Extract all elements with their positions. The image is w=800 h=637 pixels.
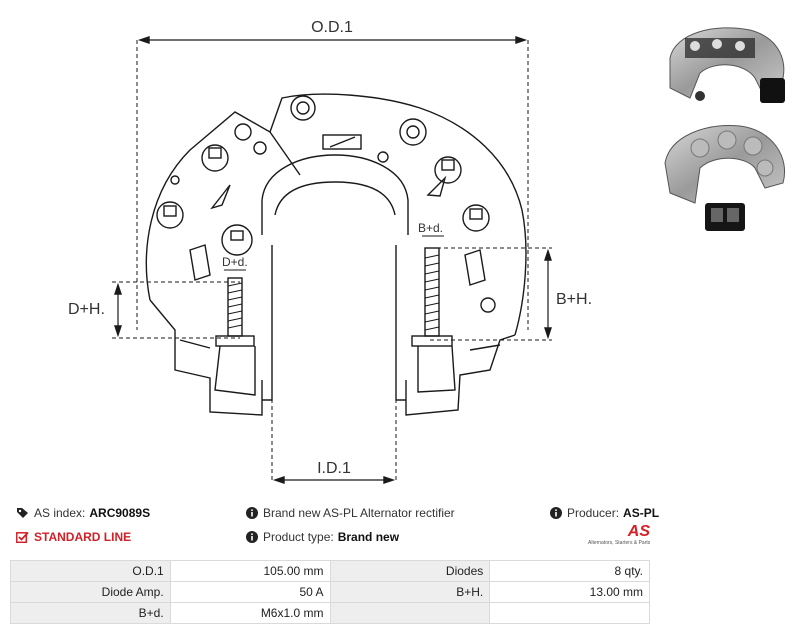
tag-icon <box>17 508 28 518</box>
as-logo-mark: AS <box>627 523 650 540</box>
spec-key: O.D.1 <box>10 560 171 582</box>
dh-label: D+H. <box>68 301 105 318</box>
product-type-label: Product type: <box>263 530 334 544</box>
spec-key: Diode Amp. <box>10 581 171 603</box>
spec-key: B+H. <box>329 581 491 603</box>
standard-line: STANDARD LINE <box>16 530 131 544</box>
as-index-label: AS index: <box>34 506 86 520</box>
spec-value: 105.00 mm <box>169 560 331 582</box>
producer-value: AS-PL <box>623 506 660 520</box>
table-row: B+d. M6x1.0 mm <box>10 602 650 624</box>
description: Brand new AS-PL Alternator rectifier <box>246 506 459 520</box>
spec-value: M6x1.0 mm <box>169 602 331 624</box>
info-icon <box>246 507 258 519</box>
spec-value: 13.00 mm <box>489 581 650 603</box>
producer-label: Producer: <box>567 506 620 520</box>
product-photo-images <box>664 27 785 231</box>
spec-key: B+d. <box>10 602 171 624</box>
info-icon <box>550 507 562 519</box>
info-icon <box>246 531 258 543</box>
dd-label: D+d. <box>222 255 248 269</box>
technical-drawing: O.D.1 I.D.1 D+H. B+H. D+d. B+d. <box>68 19 592 484</box>
as-index: AS index: ARC9089S <box>16 506 150 520</box>
table-row: O.D.1 105.00 mm Diodes 8 qty. <box>10 560 650 582</box>
spec-table: O.D.1 105.00 mm Diodes 8 qty. Diode Amp.… <box>10 560 650 624</box>
as-index-value: ARC9089S <box>89 506 151 520</box>
checkbox-icon <box>16 531 29 543</box>
product-type: Product type: Brand new <box>246 530 399 544</box>
standard-line-text: STANDARD LINE <box>34 530 132 544</box>
spec-value: 50 A <box>169 581 331 603</box>
as-logo: AS Alternators, Starters & Parts <box>588 524 650 554</box>
description-text: Brand new AS-PL Alternator rectifier <box>263 506 455 520</box>
id-label: I.D.1 <box>317 460 351 477</box>
producer: Producer: AS-PL <box>550 506 659 520</box>
table-row: Diode Amp. 50 A B+H. 13.00 mm <box>10 581 650 603</box>
spec-key <box>329 602 491 624</box>
as-logo-tagline: Alternators, Starters & Parts <box>588 540 651 546</box>
bh-label: B+H. <box>556 291 592 308</box>
bd-label: B+d. <box>418 221 443 235</box>
spec-value: 8 qty. <box>489 560 650 582</box>
spec-key: Diodes <box>329 560 491 582</box>
product-type-value: Brand new <box>337 530 400 544</box>
product-info: AS index: ARC9089S Brand new AS-PL Alter… <box>0 500 800 560</box>
od-label: O.D.1 <box>311 19 353 36</box>
product-photos <box>655 18 795 248</box>
spec-value <box>489 602 650 624</box>
